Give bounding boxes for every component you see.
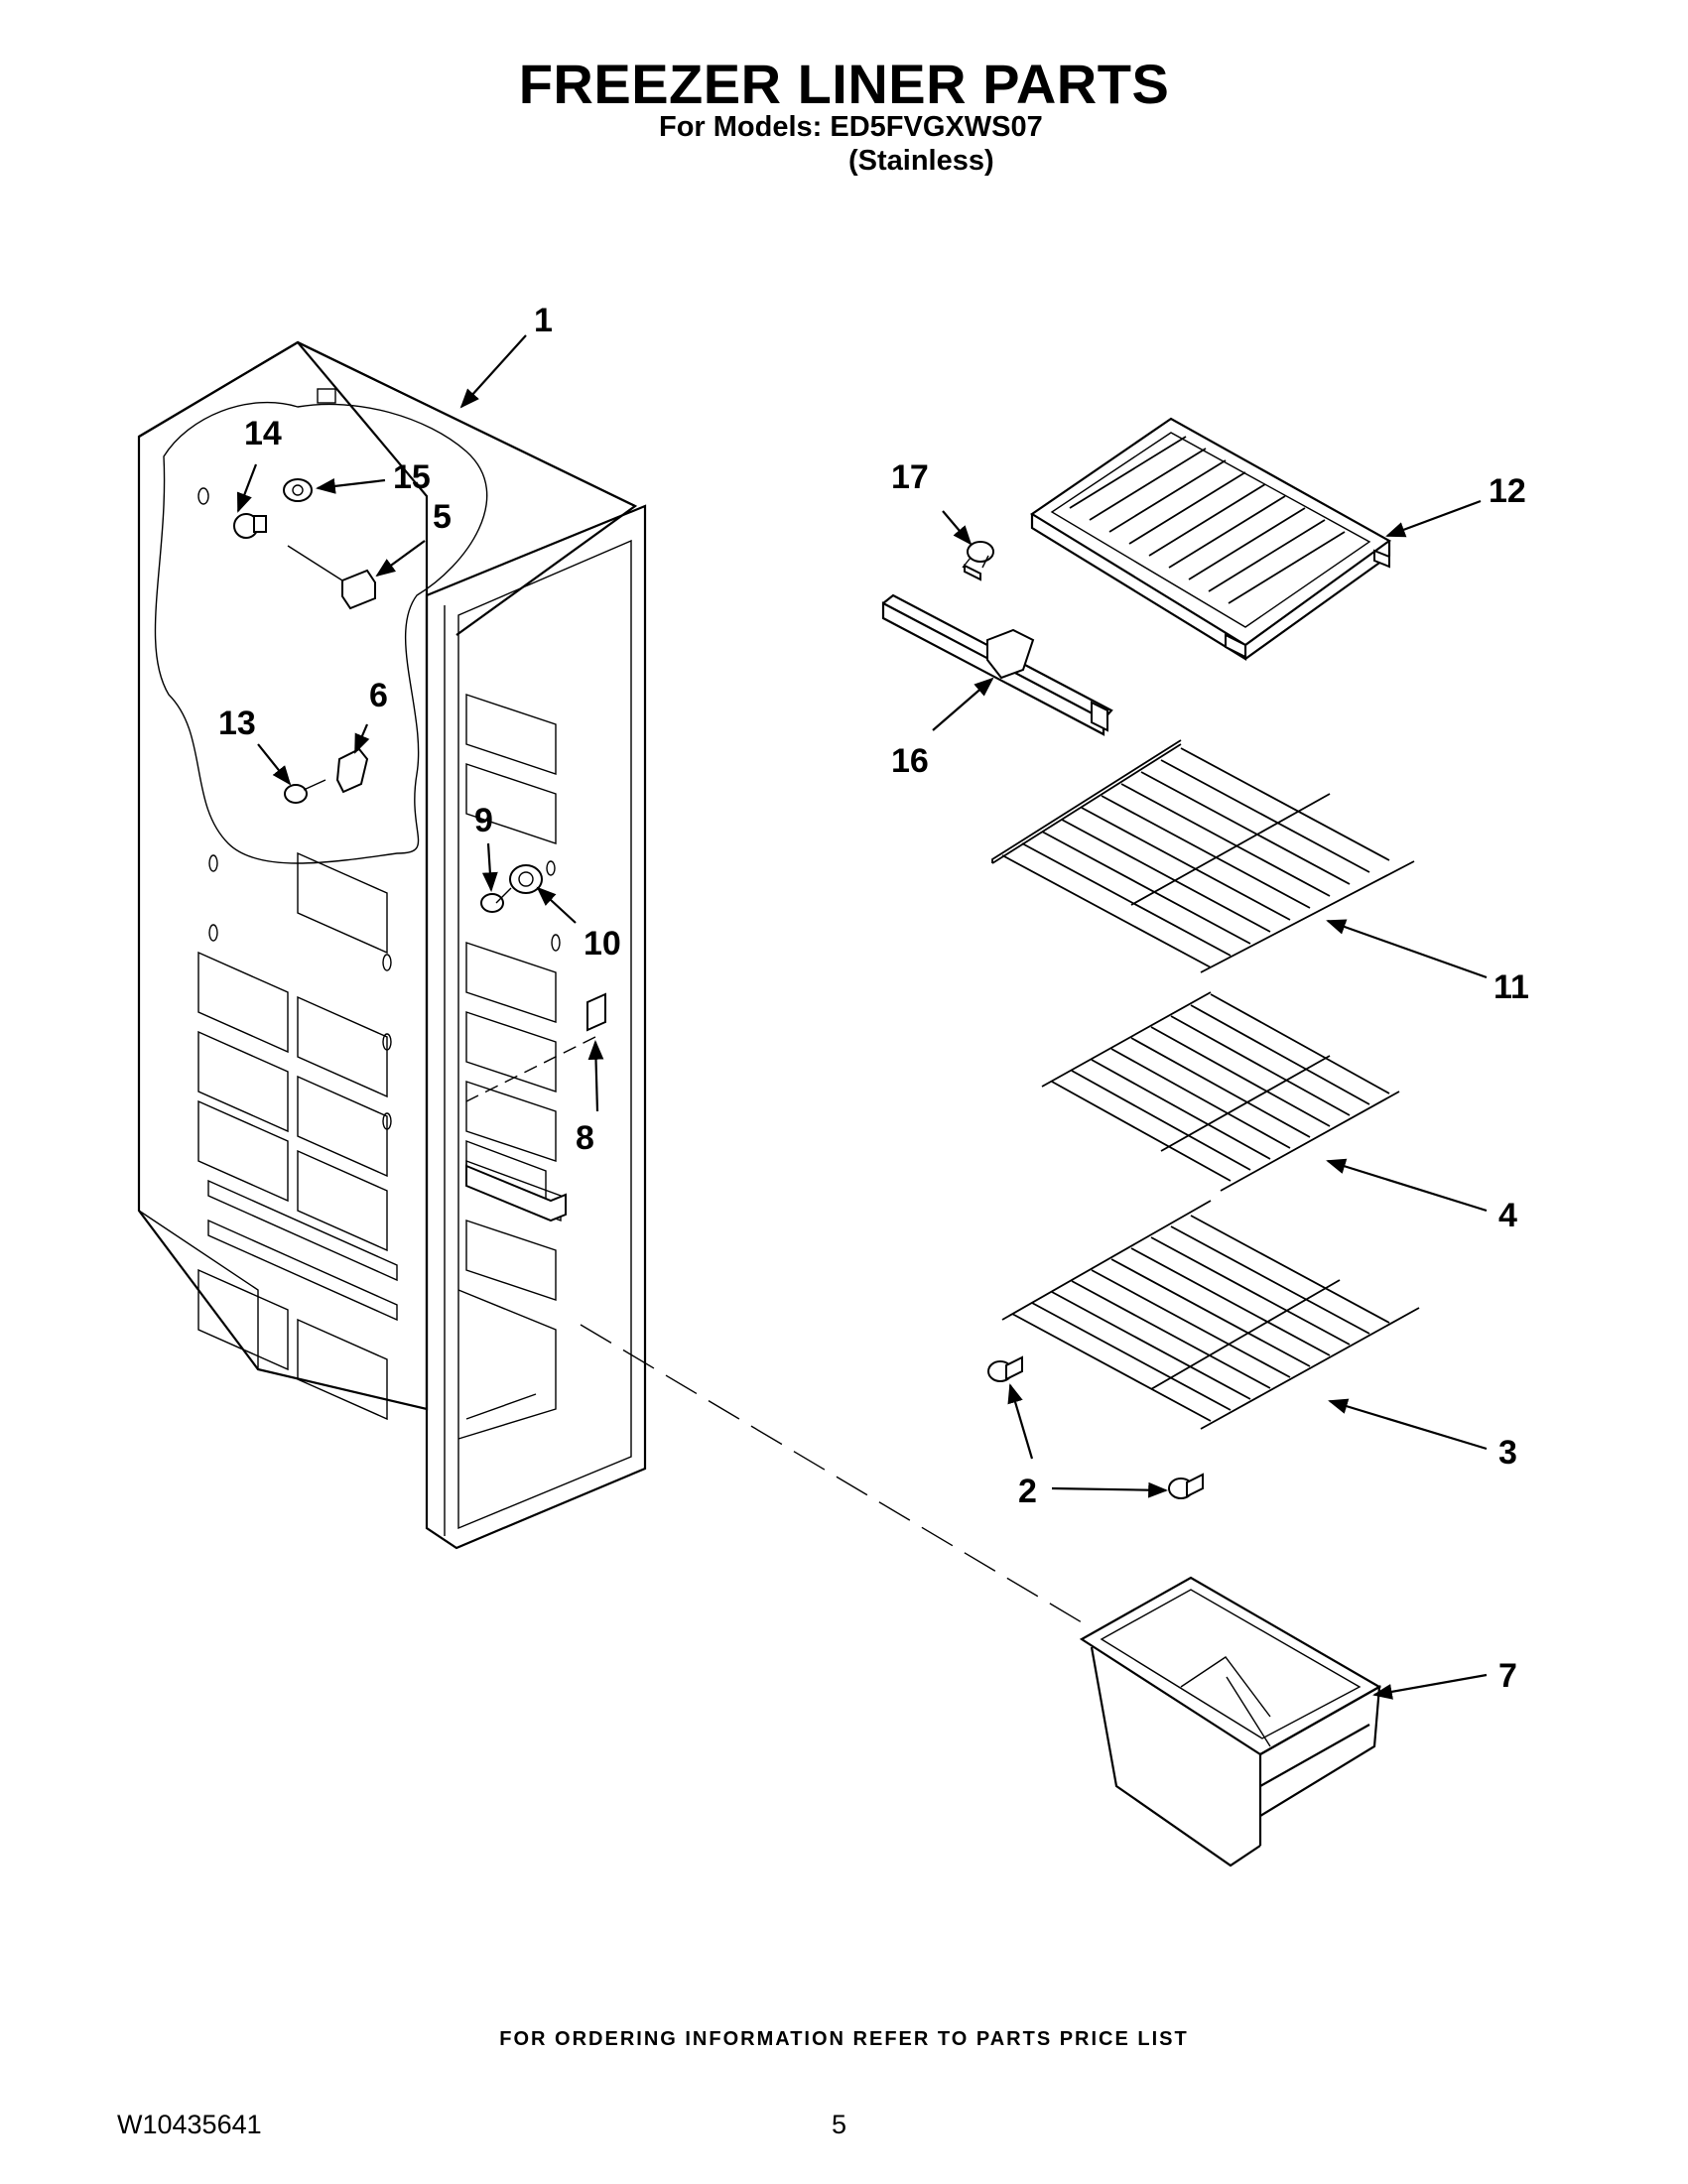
- page-number: 5: [832, 2110, 847, 2139]
- sensor-part-8: [465, 992, 606, 1102]
- callout-3: 3: [1498, 1434, 1517, 1472]
- callout-11: 11: [1493, 968, 1529, 1006]
- callout-6: 6: [369, 677, 388, 714]
- model-variant: (Stainless): [848, 145, 994, 177]
- ordering-note: FOR ORDERING INFORMATION REFER TO PARTS …: [499, 2028, 1189, 2050]
- page-title: FREEZER LINER PARTS: [518, 53, 1170, 115]
- callout-1: 1: [534, 302, 553, 339]
- pan-part-7: [1079, 1576, 1382, 1867]
- callout-5: 5: [433, 498, 452, 536]
- callout-15: 15: [393, 458, 431, 496]
- screw-part-9: [480, 893, 504, 913]
- callout-10: 10: [584, 925, 621, 963]
- clip-part-5: [287, 545, 376, 610]
- callout-8: 8: [576, 1119, 594, 1157]
- shelf-cap-part-2: [987, 1355, 1204, 1499]
- callout-7: 7: [1498, 1657, 1517, 1695]
- screw-part-13: [284, 779, 326, 804]
- callout-17: 17: [891, 458, 929, 496]
- callout-2: 2: [1018, 1473, 1037, 1510]
- inner-wall-panels: [465, 694, 562, 1301]
- callout-9: 9: [474, 802, 493, 839]
- leader-lines: [236, 334, 1488, 1700]
- document-number: W10435641: [117, 2110, 262, 2139]
- wire-shelf-part-3: [1001, 1200, 1420, 1430]
- bulb-part-14: [233, 513, 267, 539]
- wire-shelf-part-4: [1041, 991, 1400, 1192]
- knob-part-10: [495, 864, 543, 904]
- model-number: For Models: ED5FVGXWS07: [659, 111, 1043, 143]
- callout-16: 16: [891, 742, 929, 780]
- wire-shelf-part-11: [991, 739, 1415, 973]
- freezer-liner-drawing: [137, 340, 647, 1550]
- callout-13: 13: [218, 705, 256, 742]
- screw-part-17: [962, 541, 994, 581]
- callout-12: 12: [1489, 472, 1526, 510]
- callout-4: 4: [1498, 1197, 1517, 1234]
- callout-14: 14: [244, 415, 282, 452]
- tray-part-12: [1029, 417, 1392, 661]
- bracket-part-6: [335, 747, 369, 794]
- shelf-rail-liner: [465, 1164, 567, 1222]
- socket-part-15: [283, 478, 313, 502]
- side-wall-panels: [197, 851, 398, 1421]
- bracket-part-16: [881, 593, 1113, 736]
